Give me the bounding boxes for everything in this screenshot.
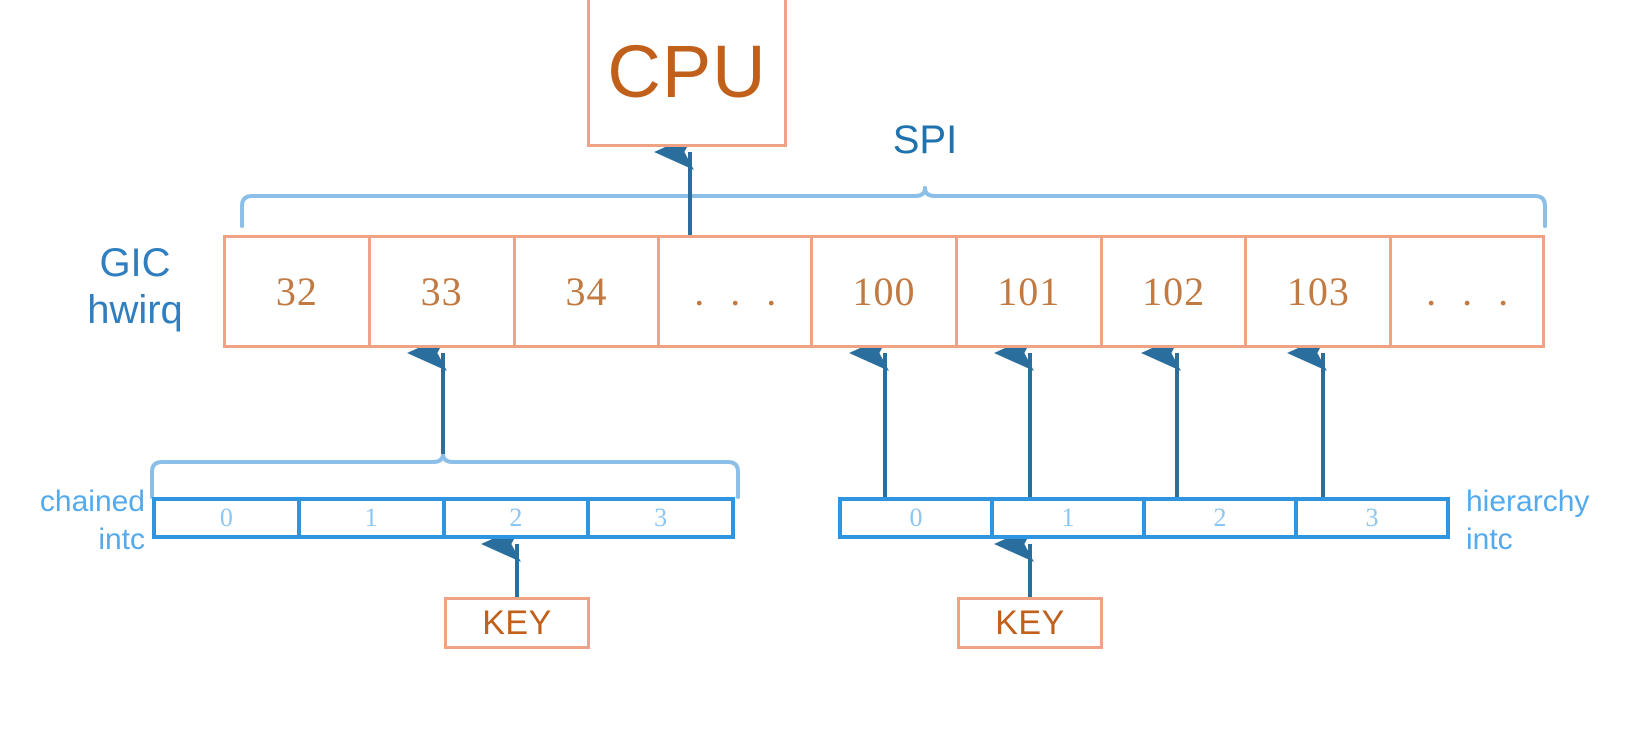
cpu-label: CPU	[607, 29, 767, 113]
gic-cell-ellipsis: . . .	[660, 238, 814, 345]
hierarchy-intc-cell[interactable]: 0	[842, 501, 994, 535]
gic-cell[interactable]: 34	[516, 238, 661, 345]
chained-intc-cell[interactable]: 2	[446, 501, 591, 535]
gic-hwirq-label-line1: GIC	[99, 241, 171, 285]
hierarchy-intc-cell[interactable]: 1	[994, 501, 1146, 535]
gic-hwirq-row: 32 33 34 . . . 100 101 102 103 . . .	[223, 235, 1545, 348]
chained-intc-label: chained intc	[20, 483, 145, 558]
gic-cell[interactable]: 33	[371, 238, 516, 345]
gic-cell-ellipsis: . . .	[1426, 269, 1517, 314]
key-box-chained[interactable]: KEY	[444, 597, 590, 649]
gic-hwirq-label: GIC hwirq	[55, 240, 215, 334]
hierarchy-intc-label: hierarchy intc	[1466, 483, 1626, 558]
chained-intc-row: 0 1 2 3	[152, 497, 735, 539]
hierarchy-intc-cell[interactable]: 3	[1365, 503, 1379, 532]
hierarchy-intc-row: 0 1 2 3	[838, 497, 1450, 539]
hierarchy-intc-label-line2: intc	[1466, 522, 1513, 556]
chained-intc-cell[interactable]: 3	[654, 503, 668, 532]
chained-intc-label-line1: chained	[39, 485, 145, 518]
key-label: KEY	[482, 603, 552, 642]
key-box-hierarchy[interactable]: KEY	[957, 597, 1103, 649]
chained-intc-label-line2: intc	[98, 522, 145, 556]
chained-intc-cell[interactable]: 1	[301, 501, 446, 535]
gic-cell[interactable]: 101	[958, 238, 1103, 345]
spi-label: SPI	[892, 118, 958, 162]
gic-cell[interactable]: 103	[1247, 238, 1393, 345]
gic-cell[interactable]: 102	[1103, 238, 1248, 345]
cpu-box[interactable]: CPU	[587, 0, 787, 147]
gic-cell[interactable]: 100	[813, 238, 958, 345]
key-label: KEY	[995, 603, 1065, 642]
hierarchy-intc-label-line1: hierarchy	[1466, 485, 1590, 518]
chained-intc-cell[interactable]: 0	[156, 501, 301, 535]
gic-hwirq-label-line2: hwirq	[87, 288, 183, 333]
hierarchy-intc-cell[interactable]: 2	[1146, 501, 1298, 535]
spi-brace	[240, 186, 1547, 228]
gic-cell[interactable]: 32	[226, 238, 371, 345]
chained-intc-brace	[150, 452, 740, 499]
